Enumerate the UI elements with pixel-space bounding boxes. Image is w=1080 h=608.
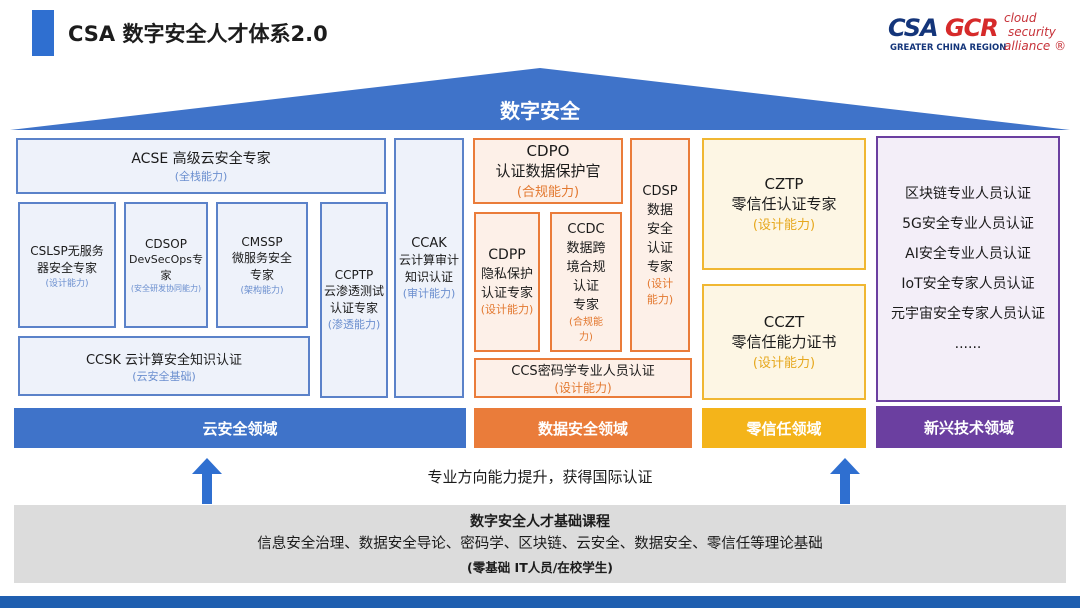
logo-side-text: cloud security alliance ® — [1004, 11, 1067, 53]
list-item: 5G安全专业人员认证 — [902, 216, 1034, 232]
logo-subtitle: GREATER CHINA REGION — [890, 43, 1007, 53]
domain-zero-trust: 零信任领域 — [702, 408, 866, 448]
cert-cdsop: CDSOP DevSecOps专家 (安全研发协同能力) — [124, 202, 208, 328]
cert-ccs: CCS密码学专业人员认证 (设计能力) — [474, 358, 692, 398]
domain-emerging-tech: 新兴技术领域 — [876, 406, 1062, 448]
up-arrow-right-icon — [830, 458, 860, 504]
foundation-audience: (零基础 IT人员/在校学生) — [466, 560, 614, 575]
cert-ccak: CCAK 云计算审计 知识认证 (审计能力) — [394, 138, 464, 398]
list-item: ...... — [954, 336, 982, 352]
footer-bar — [0, 596, 1080, 608]
list-item: AI安全专业人员认证 — [905, 246, 1031, 262]
foundation-course-panel — [14, 505, 1066, 583]
emerging-tech-list: 区块链专业人员认证 5G安全专业人员认证 AI安全专业人员认证 IoT安全专家人… — [876, 136, 1060, 402]
list-item: 区块链专业人员认证 — [905, 186, 1031, 202]
cert-ccsk: CCSK 云计算安全知识认证 (云安全基础) — [18, 336, 310, 396]
roof-label: 数字安全 — [500, 99, 580, 123]
logo-wordmark: CSA GCR — [888, 14, 999, 42]
cert-cdpp: CDPP 隐私保护 认证专家 (设计能力) — [474, 212, 540, 352]
list-item: 元宇宙安全专家人员认证 — [891, 306, 1045, 322]
domain-cloud-security: 云安全领域 — [14, 408, 466, 448]
page-title: CSA 数字安全人才体系2.0 — [68, 22, 328, 46]
cert-ccptp: CCPTP 云渗透测试 认证专家 (渗透能力) — [320, 202, 388, 398]
cert-ccdc: CCDC 数据跨 境合规 认证 专家 (合规能 力) — [550, 212, 622, 352]
cert-cslsp: CSLSP无服务 器安全专家 (设计能力) — [18, 202, 116, 328]
cert-cdpo: CDPO 认证数据保护官 (合规能力) — [473, 138, 623, 204]
up-arrow-left-icon — [192, 458, 222, 504]
cert-cdsp: CDSP 数据 安全 认证 专家 (设计 能力) — [630, 138, 690, 352]
cert-cztp: CZTP 零信任认证专家 (设计能力) — [702, 138, 866, 270]
foundation-title: 数字安全人才基础课程 — [470, 514, 610, 530]
domain-data-security: 数据安全领域 — [474, 408, 692, 448]
list-item: IoT安全专家人员认证 — [901, 276, 1035, 292]
csa-gcr-logo: CSA GCR GREATER CHINA REGION cloud secur… — [888, 10, 1074, 56]
cert-cmssp: CMSSP 微服务安全 专家 (架构能力) — [216, 202, 308, 328]
roof-triangle — [10, 68, 1070, 130]
foundation-subjects: 信息安全治理、数据安全导论、密码学、区块链、云安全、数据安全、零信任等理论基础 — [257, 536, 823, 552]
cert-acse: ACSE 高级云安全专家 (全栈能力) — [16, 138, 386, 194]
band-caption: 专业方向能力提升，获得国际认证 — [427, 468, 653, 486]
title-accent-bar — [32, 10, 54, 56]
cert-cczt: CCZT 零信任能力证书 (设计能力) — [702, 284, 866, 400]
